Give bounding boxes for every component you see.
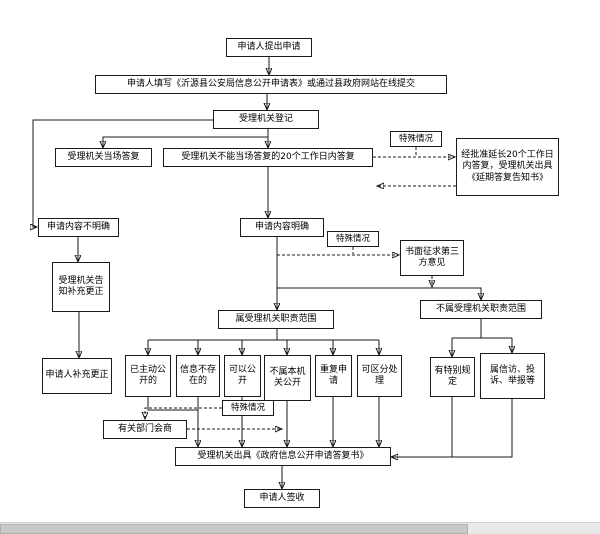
node-reply-within-20-days: 受理机关不能当场答复的20个工作日内答复	[163, 148, 373, 167]
node-applicant-sign: 申请人签收	[244, 489, 320, 508]
node-agency-register: 受理机关登记	[213, 110, 319, 129]
node-third-party-opinion: 书面征求第三方意见	[400, 240, 464, 276]
node-issue-reply-document: 受理机关出具《政府信息公开申请答复书》	[175, 447, 391, 466]
node-content-clear: 申请内容明确	[240, 218, 324, 237]
node-info-not-exist: 信息不存在的	[176, 355, 220, 397]
node-approved-extension: 经批准延长20个工作日内答复，受理机关出具《延期答复告知书》	[456, 138, 559, 196]
node-not-this-agency: 不属本机关公开	[264, 355, 311, 401]
node-special-case-top: 特殊情况	[390, 131, 442, 147]
node-fill-application-form: 申请人填写《沂源县公安局信息公开申请表》或通过县政府网站在线提交	[95, 75, 447, 94]
node-applicant-supplement: 申请人补充更正	[42, 358, 112, 394]
node-applicant-submit: 申请人提出申请	[226, 38, 312, 57]
node-already-public: 已主动公开的	[125, 355, 171, 397]
horizontal-scrollbar-thumb[interactable]	[0, 524, 468, 534]
node-within-duty-scope: 属受理机关职责范围	[218, 310, 334, 329]
node-onspot-reply: 受理机关当场答复	[55, 148, 152, 167]
node-petition-complaint: 属信访、投诉、举报等	[480, 353, 545, 399]
node-content-unclear: 申请内容不明确	[38, 218, 119, 237]
node-separable-handling: 可区分处理	[357, 355, 402, 397]
node-special-case-bottom: 特殊情况	[222, 400, 274, 416]
node-department-consultation: 有关部门会商	[103, 420, 187, 439]
horizontal-scrollbar[interactable]	[0, 522, 600, 534]
node-can-disclose: 可以公开	[224, 355, 261, 397]
node-special-case-middle: 特殊情况	[327, 231, 379, 247]
node-special-rules: 有特别规定	[430, 357, 475, 397]
node-outside-duty-scope: 不属受理机关职责范围	[420, 300, 542, 319]
node-repeat-request: 重复申请	[315, 355, 352, 397]
node-notify-supplement: 受理机关告知补充更正	[52, 262, 110, 312]
